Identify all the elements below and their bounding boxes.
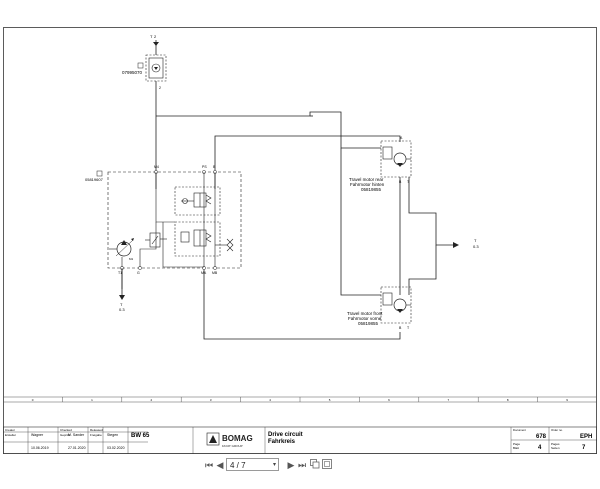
port-label-ps: PS	[202, 165, 207, 169]
schematic-sheet: T 2 07995070 2	[2, 27, 598, 455]
viewer-toolbar: ⏮ ◀ 4 / 7 ▾ ▶ ⏭	[0, 454, 600, 489]
checker-date: 27.01.2020	[68, 446, 86, 450]
chevron-down-icon: ▾	[272, 462, 276, 468]
grid-column-label: 1	[91, 398, 93, 402]
rel-date: 03.02.2020	[107, 446, 125, 450]
page-selector[interactable]: 4 / 7 ▾	[226, 458, 279, 471]
motor-rear-port-t: T	[407, 180, 410, 184]
pump-drain: T	[120, 302, 123, 307]
rel-label-2: Freigabe	[90, 433, 102, 437]
last-page-icon[interactable]: ⏭	[297, 460, 307, 470]
page-indicator: 4 / 7	[230, 461, 246, 470]
right-arrow-a: T	[474, 238, 477, 243]
grid-column-label: 2	[151, 398, 153, 402]
check-label-2: Geprüft	[60, 433, 70, 437]
top-port-a: T	[150, 34, 153, 39]
model: BW 65	[131, 433, 150, 439]
filter-port-c: 2	[159, 86, 161, 90]
grid-column-label: 3	[210, 398, 212, 402]
grid-strip: 0 1 2 3 4 5 6 7 8 9	[3, 396, 597, 403]
grid-column-label: 5	[329, 398, 331, 402]
pump-id: 05819607	[85, 177, 104, 182]
motor-front-port-b: B	[399, 326, 402, 330]
travel-motor-rear: A B T Travel motor rear Fahrmotor hinten…	[349, 136, 412, 192]
motor-front-text-2: Fahrmotor vorne	[348, 316, 382, 321]
grid-column-label: 6	[388, 398, 390, 402]
created-label-2: Ersteller	[5, 433, 16, 437]
logo-sub: FAYAT GROUP	[222, 444, 243, 448]
motor-rear-text-2: Fahrmotor hinten	[350, 182, 385, 187]
port-label-mb: MB	[212, 271, 218, 275]
bomag-logo: BOMAG FAYAT GROUP	[206, 432, 253, 448]
title-en: Drive circuit	[268, 432, 303, 438]
filter-component: T 2 07995070 2	[122, 34, 167, 189]
page-label-2: Blatt	[513, 446, 519, 450]
motor-front-id: 05819855	[358, 321, 379, 326]
created-name: Wagner	[31, 433, 44, 437]
grid-column-label: 0	[32, 398, 34, 402]
motor-rear-port-a: A	[400, 136, 403, 140]
drain-arrow-right: T 0.3	[453, 238, 479, 249]
doc-no-label: Document	[513, 428, 526, 432]
motor-front-port-t: T	[407, 326, 410, 330]
grid-column-label: 8	[507, 398, 509, 402]
copy-icon[interactable]	[309, 459, 321, 471]
pages-label-1: Pages	[551, 442, 560, 446]
ordno-label: Order no.	[551, 428, 563, 432]
port-label-m1: M1	[129, 257, 133, 261]
port-label-b: B	[213, 165, 216, 169]
motor-front-text-1: Travel motor front	[347, 311, 383, 316]
page-num: 4	[538, 445, 542, 451]
rel-name: Stegen	[107, 433, 118, 437]
title-block: Creator Ersteller Wagner 10.06.2019 Chec…	[2, 426, 598, 455]
motor-rear-id: 05819855	[361, 187, 382, 192]
check-label-1: Checked	[60, 428, 72, 432]
pages-label-2: Seiten	[551, 446, 560, 450]
fullscreen-icon[interactable]	[321, 459, 333, 471]
grid-column-label: 4	[269, 398, 271, 402]
grid-column-label: 9	[566, 398, 568, 402]
port-label-g: G	[137, 271, 140, 275]
first-page-icon[interactable]: ⏮	[204, 460, 214, 470]
prev-page-icon[interactable]: ◀	[216, 460, 224, 470]
page-label-1: Page	[513, 442, 520, 446]
right-arrow-b: 0.3	[473, 244, 479, 249]
port-label-t1: T1	[118, 271, 122, 275]
grid-column-label: 7	[448, 398, 450, 402]
filter-id: 07995070	[122, 70, 143, 75]
port-label-m4: M4	[154, 165, 159, 169]
created-date: 10.06.2019	[31, 446, 49, 450]
checker-name: M. Sander	[68, 433, 85, 437]
rel-label-1: Released	[90, 428, 103, 432]
hydraulic-lines	[121, 111, 453, 340]
doc-num: 678	[536, 434, 547, 440]
created-label-1: Creator	[5, 428, 15, 432]
pump-drain-arrow: T 0.3	[119, 268, 125, 312]
next-page-icon[interactable]: ▶	[287, 460, 295, 470]
doc-code: EPH	[580, 434, 592, 440]
logo-name: BOMAG	[222, 434, 253, 443]
top-port-b: 2	[154, 34, 157, 39]
port-label-ma: MA	[201, 271, 207, 275]
pump-assembly: 05819607 M4 PS B T1 G MA MB	[85, 165, 242, 275]
travel-motor-front: B T Travel motor front Fahrmotor vorne 0…	[347, 286, 412, 330]
title-de: Fahrkreis	[268, 439, 296, 445]
schematic-drawing: T 2 07995070 2	[2, 27, 598, 455]
pump-drain-num: 0.3	[119, 307, 125, 312]
motor-rear-port-b: B	[399, 180, 402, 184]
pages-total: 7	[582, 445, 586, 451]
motor-rear-text-1: Travel motor rear	[349, 177, 384, 182]
